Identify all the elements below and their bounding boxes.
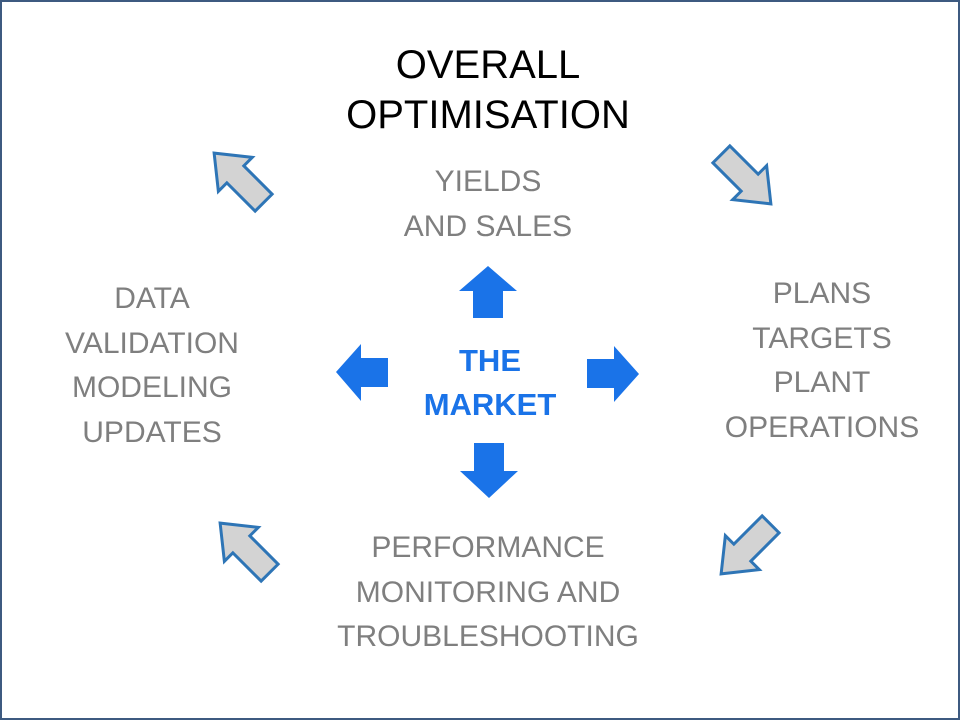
arrow-down-left-icon: [719, 513, 782, 576]
arrow-down-icon: [460, 443, 518, 498]
arrow-up-icon: [459, 266, 517, 318]
node-data-validation: DATA VALIDATION MODELING UPDATES: [65, 282, 239, 449]
arrow-right-icon: [587, 346, 639, 402]
arrow-up-right-icon: [212, 151, 275, 214]
node-yields-and-sales: YIELDS AND SALES: [403, 165, 573, 243]
diagram-title: OVERALL OPTIMISATION: [346, 43, 630, 137]
arrow-left-icon: [336, 344, 388, 401]
node-plans-targets: PLANS TARGETS PLANT OPERATIONS: [724, 277, 920, 444]
arrow-up-left-icon: [218, 521, 281, 584]
node-performance-monitoring: PERFORMANCE MONITORING AND TROUBLESHOOTI…: [337, 531, 639, 653]
center-the-market: THE MARKET: [423, 343, 557, 422]
arrow-down-right-icon: [710, 143, 773, 206]
